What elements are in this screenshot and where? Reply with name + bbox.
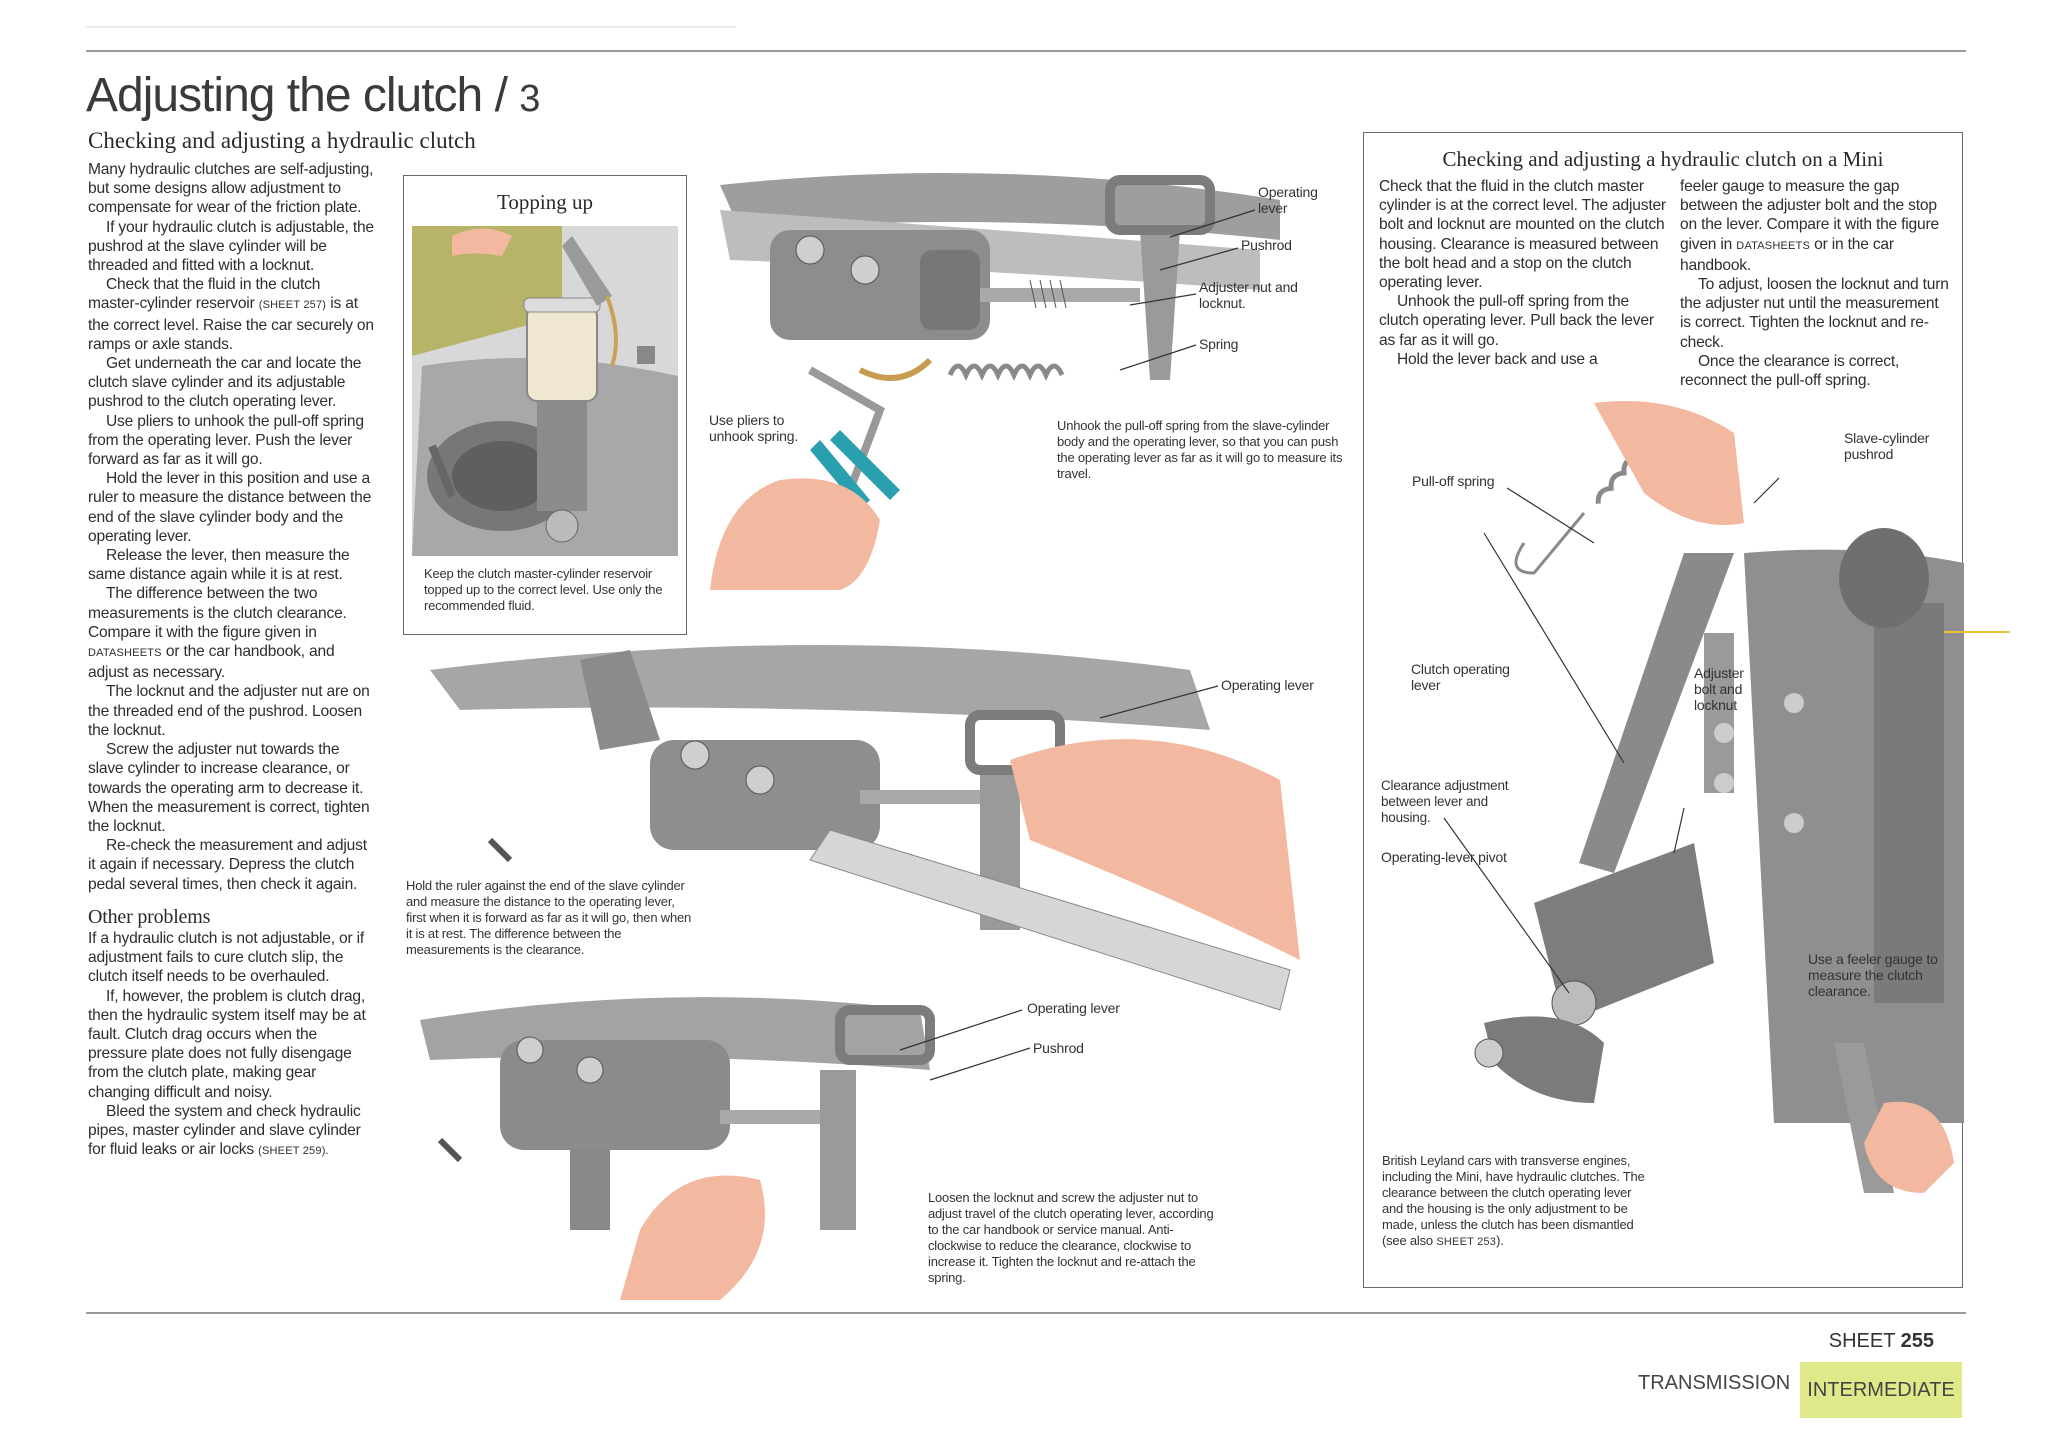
mini-para-3: Hold the lever back and use a — [1397, 350, 1598, 368]
topping-up-heading: Topping up — [497, 190, 593, 214]
mini-para-4: feeler gauge to measure the gap between … — [1680, 178, 1939, 274]
label-feeler: Use a feeler gauge to measure the clutch… — [1808, 951, 1938, 999]
other-para-3: Bleed the system and check hydraulic pip… — [88, 1102, 361, 1159]
para-7: Release the lever, then measure the same… — [88, 547, 350, 584]
mini-para-5: To adjust, loosen the locknut and turn t… — [1680, 276, 1949, 351]
mini-para-6: Once the clearance is correct, reconnect… — [1680, 352, 1900, 390]
figure3-caption: Loosen the locknut and screw the adjuste… — [928, 1190, 1214, 1285]
sheet-ref-259: (SHEET 259). — [258, 1145, 329, 1158]
instructions-column: Many hydraulic clutches are self-adjusti… — [88, 160, 374, 1161]
figure-ruler-measurement — [430, 645, 1300, 1011]
other-para-2: If, however, the problem is clutch drag,… — [88, 987, 366, 1101]
other-problems-heading: Other problems — [88, 905, 211, 928]
figure2-caption: Hold the ruler against the end of the sl… — [406, 878, 692, 957]
para-6: Hold the lever in this position and use … — [88, 470, 372, 545]
label-clutch-lever: Clutch operating lever — [1411, 661, 1510, 693]
difficulty-badge: INTERMEDIATE — [1800, 1362, 1962, 1418]
datasheets-ref: DATASHEETS — [88, 647, 162, 660]
mini-box: Checking and adjusting a hydraulic clutc… — [1363, 132, 1964, 1288]
para-1: Many hydraulic clutches are self-adjusti… — [88, 161, 374, 217]
other-para-1: If a hydraulic clutch is not adjustable,… — [88, 929, 364, 986]
sheet-number: SHEET 255 — [1828, 1330, 1934, 1352]
edge-marker — [1944, 631, 2010, 633]
label-clearance: Clearance adjustment between lever and h… — [1381, 778, 1509, 825]
title-part-number: 3 — [519, 78, 540, 120]
top-rule — [86, 50, 1966, 52]
label-slave-pushrod: Slave-cylinder pushrod — [1844, 430, 1930, 462]
para-2: If your hydraulic clutch is adjustable, … — [88, 218, 374, 275]
label-adjuster: Adjuster nut and locknut. — [1199, 279, 1298, 311]
label-use-pliers: Use pliers to unhook spring. — [709, 412, 799, 444]
mini-para-1: Check that the fluid in the clutch maste… — [1379, 178, 1666, 292]
mini-col-1: Check that the fluid in the clutch maste… — [1379, 177, 1669, 369]
label-pull-off-spring: Pull-off spring — [1412, 473, 1495, 489]
label-pushrod-3: Pushrod — [1033, 1040, 1084, 1056]
bottom-rule — [86, 1312, 1966, 1314]
mini-heading: Checking and adjusting a hydraulic clutc… — [1442, 147, 1884, 171]
label-operating-lever-2: Operating lever — [1221, 677, 1314, 693]
topping-up-box: Topping up Keep the clutch master-cylind… — [403, 175, 687, 635]
mini-caption: British Leyland cars with transverse eng… — [1382, 1153, 1645, 1248]
label-operating-lever-3: Operating lever — [1027, 1000, 1120, 1016]
mini-leaders — [1443, 477, 1780, 994]
topping-up-caption: Keep the clutch master-cylinder reservoi… — [424, 566, 663, 613]
label-pivot: Operating-lever pivot — [1381, 849, 1507, 865]
mini-clutch-illustration — [1474, 401, 1964, 1193]
category-label: TRANSMISSION — [1638, 1372, 1791, 1394]
label-operating-lever: Operating lever — [1258, 184, 1318, 216]
sheet-ref-257: (SHEET 257) — [258, 299, 327, 312]
para-11: Re-check the measurement and adjust it a… — [88, 837, 367, 893]
title-separator: / — [494, 69, 508, 122]
section-heading: Checking and adjusting a hydraulic clutc… — [88, 128, 476, 153]
para-3: Check that the fluid in the clutch maste… — [88, 276, 374, 353]
label-adjuster-bolt: Adjuster bolt and locknut — [1694, 665, 1744, 713]
label-pushrod: Pushrod — [1241, 237, 1292, 253]
topping-up-illustration — [412, 226, 678, 556]
mini-col-2: feeler gauge to measure the gap between … — [1680, 177, 1952, 390]
figure-unhook-spring — [710, 173, 1280, 590]
page-title-text: Adjusting the clutch — [86, 69, 483, 122]
figure-adjust-locknut — [420, 997, 935, 1300]
para-5: Use pliers to unhook the pull-off spring… — [88, 412, 364, 469]
figure1-caption: Unhook the pull-off spring from the slav… — [1057, 418, 1343, 481]
mini-datasheets-ref: DATASHEETS — [1736, 239, 1811, 252]
sheet-ref-253: SHEET 253 — [1436, 1236, 1497, 1248]
label-spring: Spring — [1199, 336, 1239, 352]
para-10: Screw the adjuster nut towards the slave… — [88, 741, 370, 835]
para-8: The difference between the two measureme… — [88, 585, 347, 682]
para-9: The locknut and the adjuster nut are on … — [88, 683, 370, 739]
top-faint-rule — [86, 26, 736, 28]
page-title: Adjusting the clutch / 3 — [86, 68, 540, 123]
mini-para-2: Unhook the pull-off spring from the clut… — [1379, 293, 1654, 349]
para-4: Get underneath the car and locate the cl… — [88, 355, 362, 411]
